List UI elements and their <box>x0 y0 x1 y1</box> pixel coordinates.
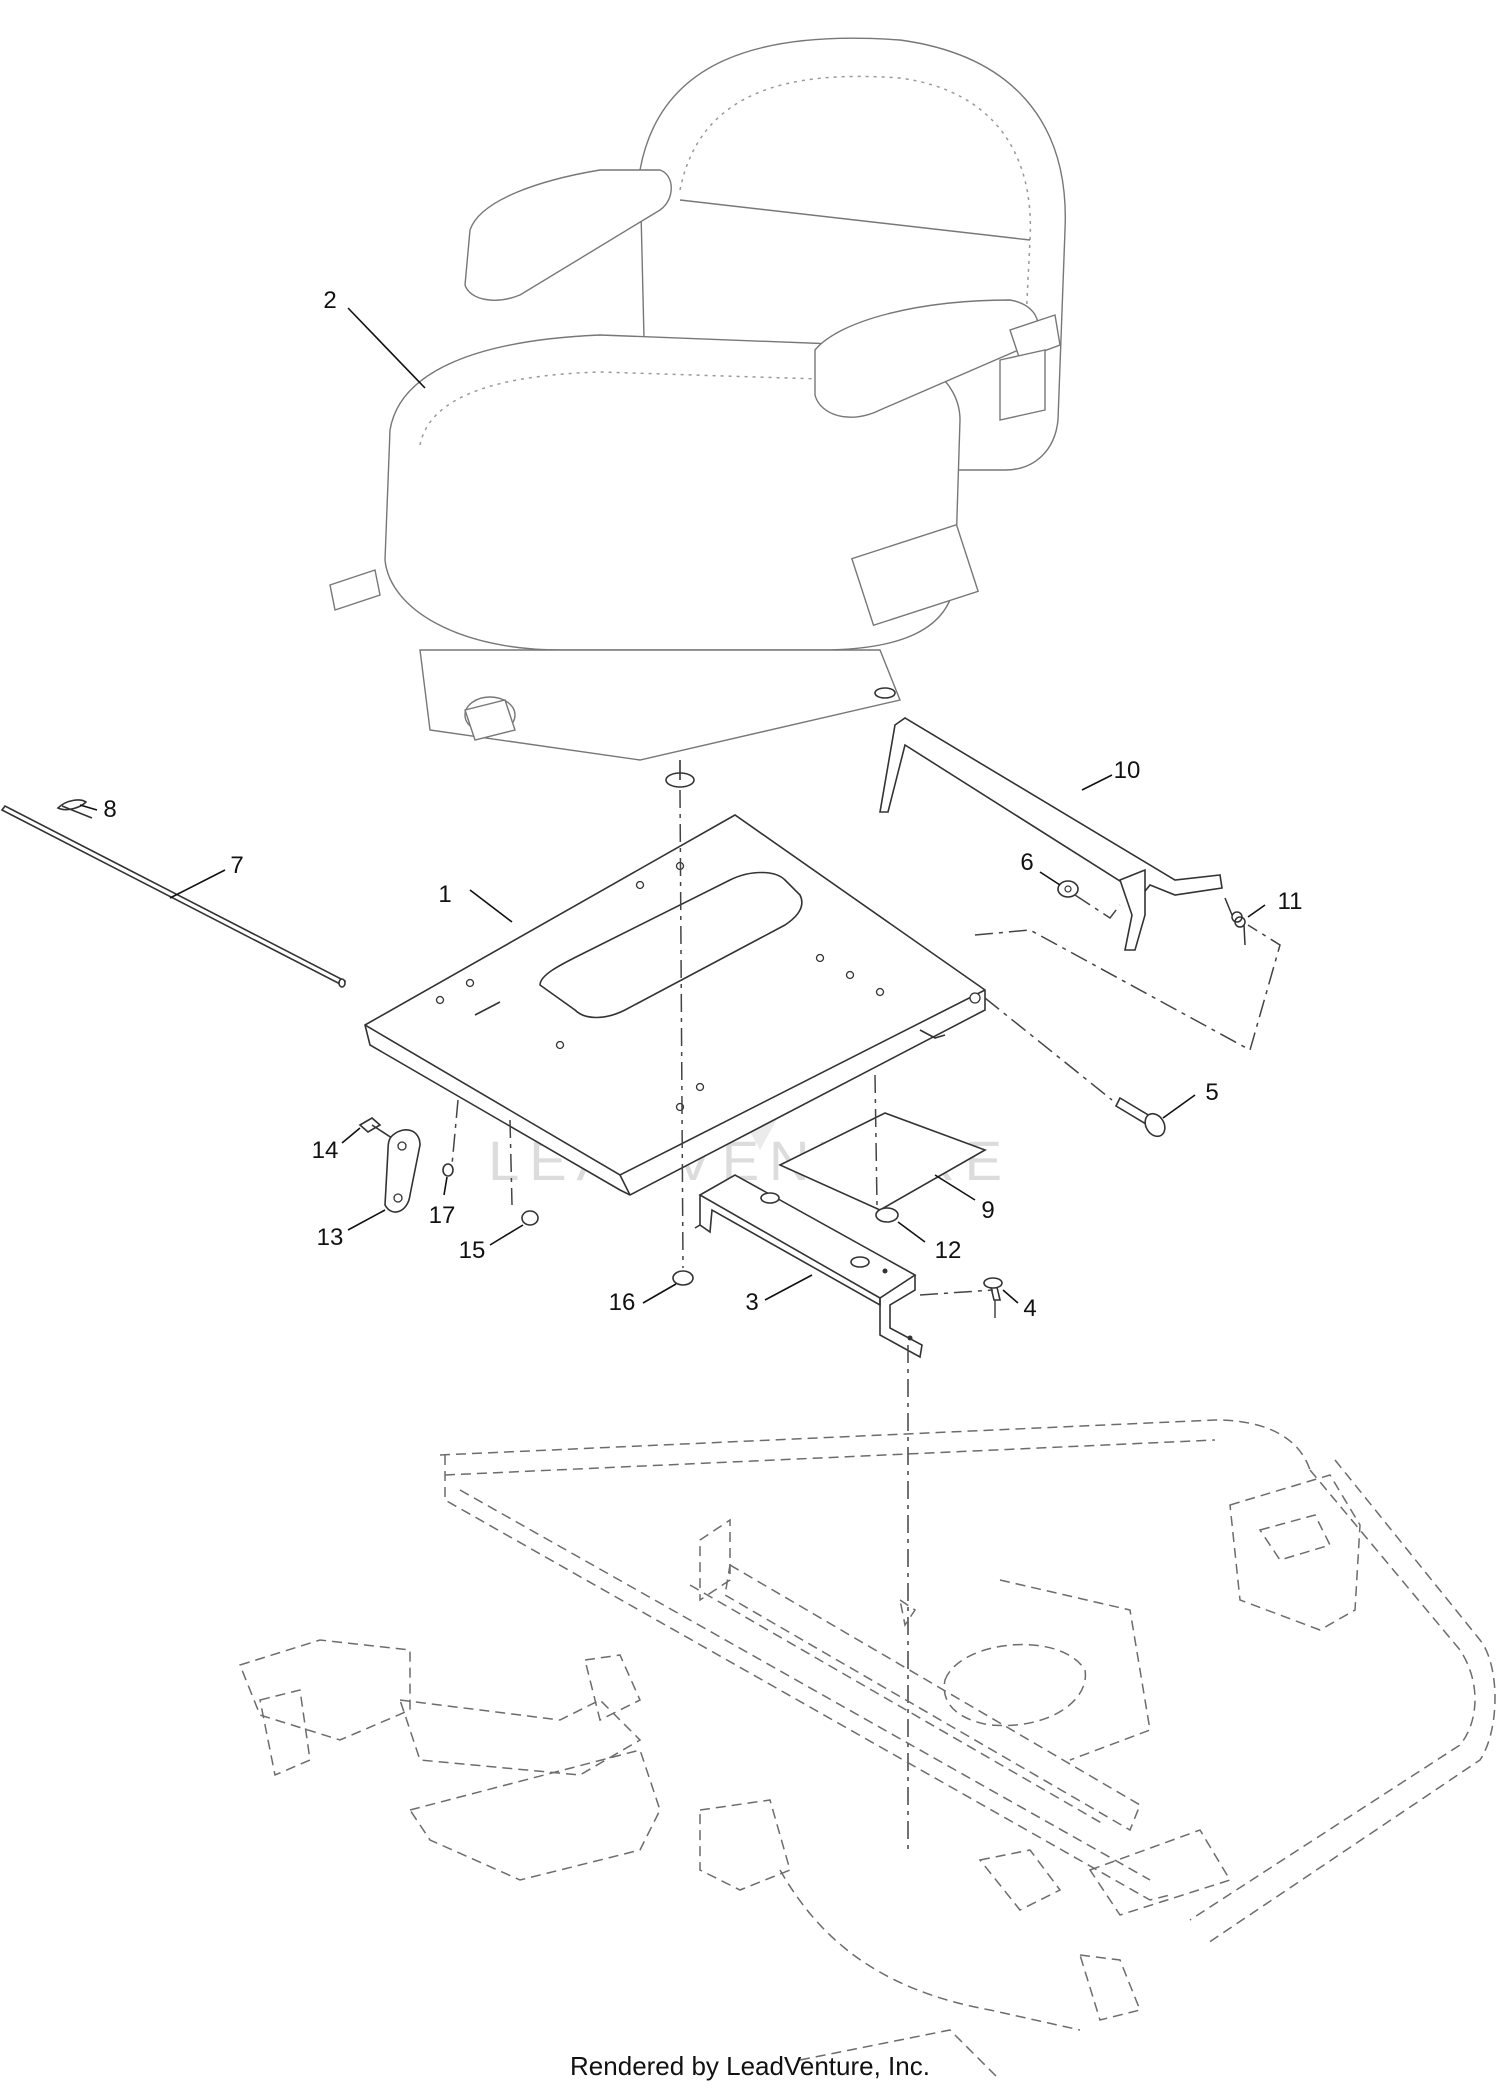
nut-part-16 <box>672 1270 694 1286</box>
seat-assembly <box>329 37 1066 788</box>
seat-plate <box>364 814 986 1196</box>
callout-2: 2 <box>323 287 426 389</box>
bolt-part-5 <box>1114 1096 1166 1138</box>
svg-text:3: 3 <box>745 1289 758 1316</box>
callout-11: 11 <box>1247 888 1303 918</box>
svg-text:12: 12 <box>935 1237 962 1264</box>
decal-part-9 <box>778 1112 987 1211</box>
mount-bracket-part-3 <box>694 1174 923 1359</box>
callout-5: 5 <box>1162 1079 1219 1119</box>
spring-part-11 <box>1224 897 1246 946</box>
callout-15: 15 <box>459 1224 524 1264</box>
svg-text:5: 5 <box>1205 1079 1218 1106</box>
callout-17: 17 <box>429 1176 456 1229</box>
callout-10: 10 <box>1081 757 1141 791</box>
svg-text:1: 1 <box>438 881 451 908</box>
callout-4: 4 <box>1002 1289 1037 1322</box>
fasteners <box>358 1117 1003 1301</box>
tractor-frame <box>239 1419 1496 2081</box>
callout-6: 6 <box>1020 849 1061 886</box>
svg-text:2: 2 <box>323 287 336 314</box>
callout-16: 16 <box>609 1283 677 1316</box>
callout-7: 7 <box>169 852 244 899</box>
callout-13: 13 <box>317 1209 386 1251</box>
bracket-part-10 <box>879 717 1223 951</box>
callout-9: 9 <box>934 1174 995 1224</box>
callouts: 1 2 3 4 5 6 7 8 <box>79 287 1303 1322</box>
svg-text:6: 6 <box>1020 849 1033 876</box>
rod-and-pin <box>0 799 347 988</box>
footer-credit: Rendered by LeadVenture, Inc. <box>570 2051 930 2081</box>
nut-part-15 <box>521 1210 539 1226</box>
washer-part-17 <box>442 1163 454 1177</box>
svg-text:11: 11 <box>1278 888 1303 915</box>
svg-text:15: 15 <box>459 1237 486 1264</box>
plate-holes <box>435 861 981 1112</box>
svg-text:7: 7 <box>230 852 243 879</box>
callout-8: 8 <box>79 796 117 823</box>
callout-12: 12 <box>897 1221 962 1264</box>
svg-text:10: 10 <box>1114 757 1141 784</box>
callout-14: 14 <box>312 1127 361 1164</box>
svg-text:14: 14 <box>312 1137 339 1164</box>
bolt-part-14 <box>358 1117 382 1133</box>
svg-text:8: 8 <box>103 796 116 823</box>
svg-text:4: 4 <box>1023 1295 1036 1322</box>
cap-part-12 <box>875 1207 899 1223</box>
callout-3: 3 <box>745 1274 813 1316</box>
svg-text:13: 13 <box>317 1224 344 1251</box>
svg-text:16: 16 <box>609 1289 636 1316</box>
svg-text:9: 9 <box>981 1197 994 1224</box>
assembly-lines <box>451 789 1281 1850</box>
link-part-13 <box>384 1129 421 1213</box>
svg-text:17: 17 <box>429 1202 456 1229</box>
callout-1: 1 <box>438 881 513 923</box>
